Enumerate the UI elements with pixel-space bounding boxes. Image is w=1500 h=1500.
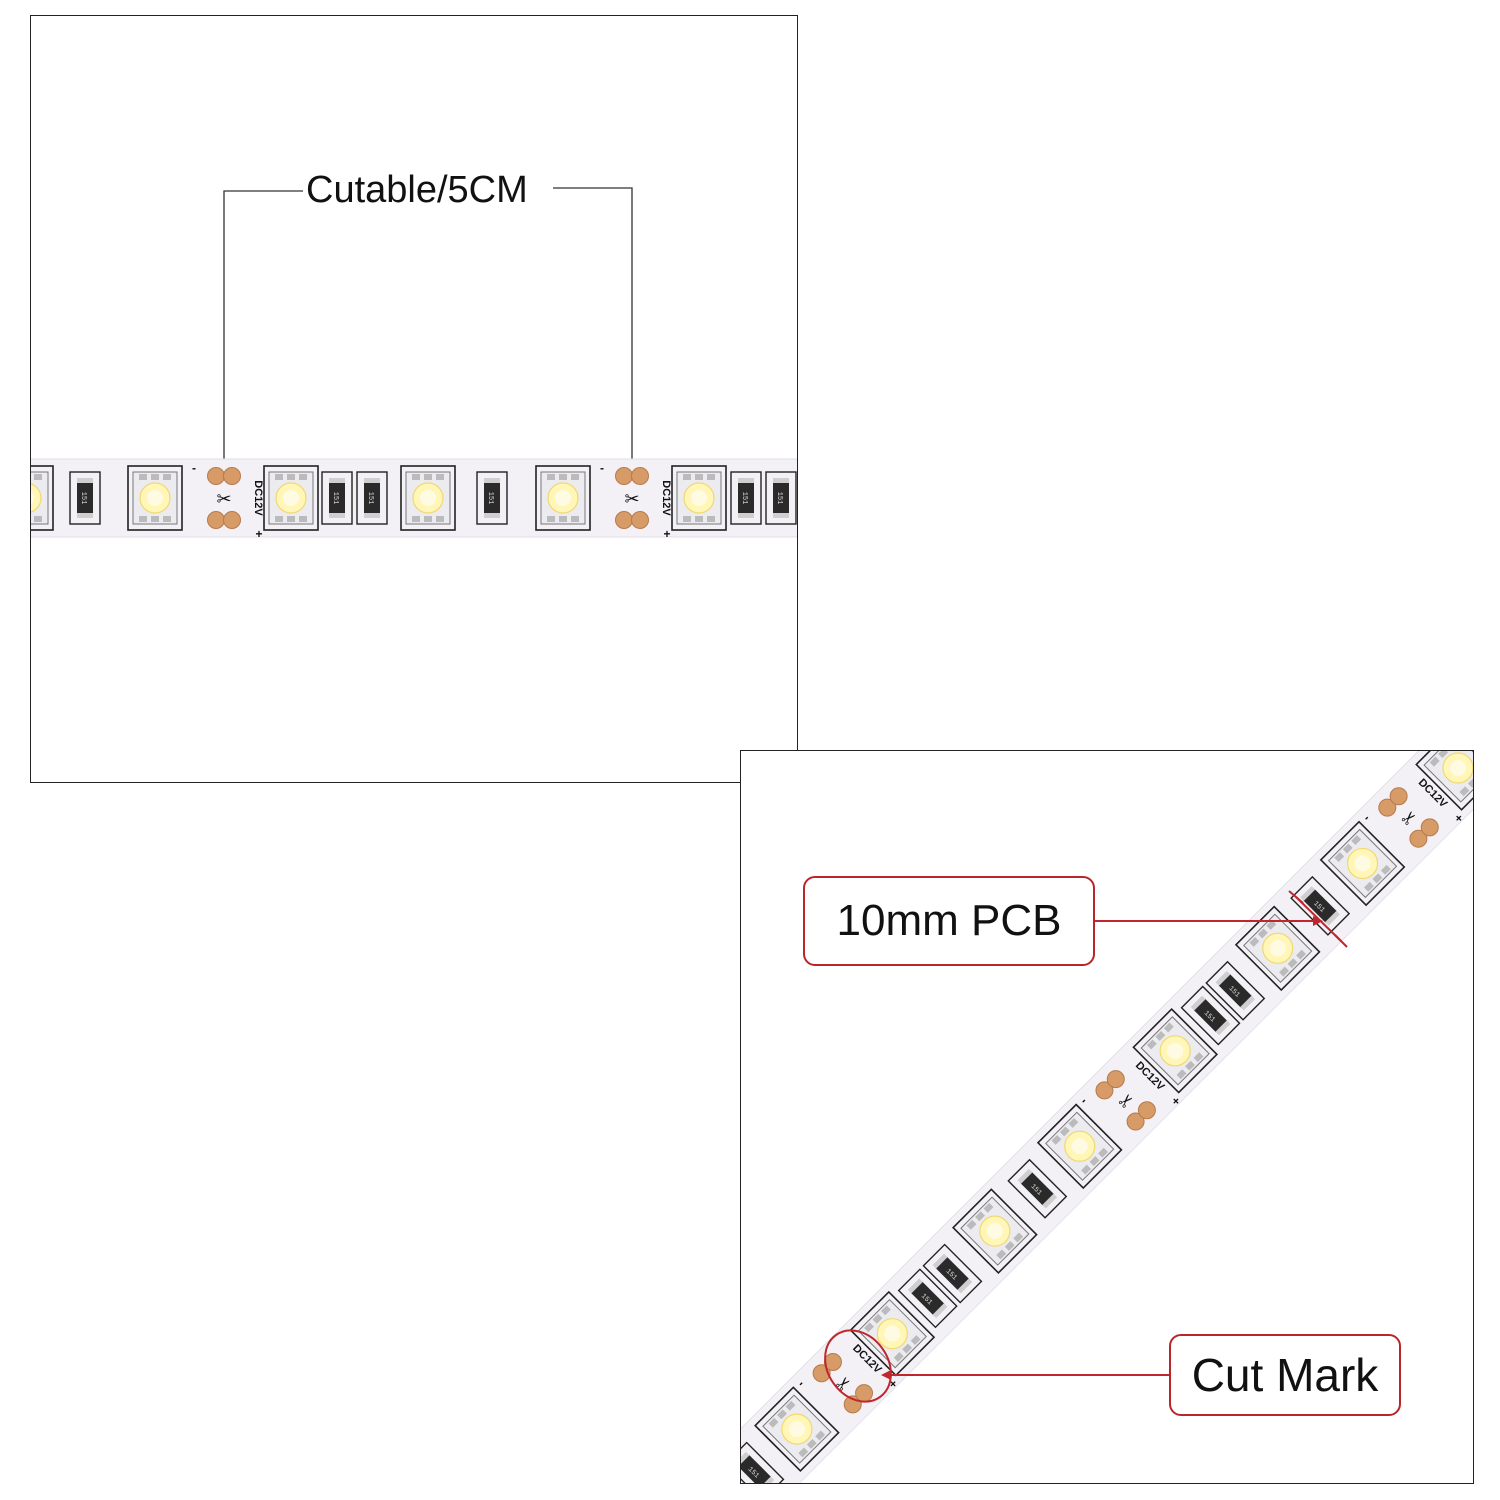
smd-resistor: 151 <box>1180 985 1241 1046</box>
led-chip <box>1036 1103 1123 1190</box>
polarity-minus: - <box>600 461 604 475</box>
led-chip <box>31 465 54 531</box>
led-chip <box>535 465 591 531</box>
smd-resistor: 151 <box>741 1441 785 1483</box>
polarity-minus: - <box>192 461 196 475</box>
smd-resistor: 151 <box>1007 1158 1068 1219</box>
led-chip <box>849 1290 936 1377</box>
resistor-code: 151 <box>775 492 783 505</box>
resistor-code: 151 <box>366 492 374 505</box>
smd-resistor: 151 <box>476 471 508 525</box>
led-chip <box>127 465 183 531</box>
smd-resistor: 151 <box>897 1268 958 1329</box>
cut-point: ✂ DC12V + - <box>192 461 264 541</box>
smd-resistor: 151 <box>1205 960 1266 1021</box>
resistor-code: 151 <box>740 492 748 505</box>
cut-interval-bracket <box>223 187 633 468</box>
smd-resistor: 151 <box>730 471 762 525</box>
led-chip <box>263 465 319 531</box>
polarity-plus: + <box>255 527 262 541</box>
smd-resistor: 151 <box>922 1243 983 1304</box>
voltage-marking: DC12V <box>252 480 264 516</box>
led-chip <box>1234 905 1321 992</box>
smd-resistor: 151 <box>356 471 388 525</box>
led-chip <box>1415 751 1473 811</box>
top-panel-graphic: 151 ✂ DC12V + - 151 151 151 ✂ DC12V + - 151 151 <box>31 187 797 541</box>
polarity-plus: + <box>663 527 670 541</box>
smd-resistor: 151 <box>321 471 353 525</box>
top-product-panel: 151 ✂ DC12V + - 151 151 151 ✂ DC12V + - 151 151 Cutab… <box>30 15 798 783</box>
smd-resistor: 151 <box>69 471 101 525</box>
cut-point: ✂ DC12V + - <box>600 461 672 541</box>
cut-mark-indicator <box>824 1329 1169 1403</box>
led-chip <box>400 465 456 531</box>
smd-resistor: 151 <box>1290 875 1351 936</box>
led-chip <box>671 465 727 531</box>
resistor-code: 151 <box>486 492 494 505</box>
led-chip <box>1319 820 1406 907</box>
voltage-marking: DC12V <box>660 480 672 516</box>
cutable-caption: Cutable/5CM <box>306 169 528 211</box>
cut-mark-callout: Cut Mark <box>1169 1334 1401 1416</box>
led-chip <box>952 1188 1038 1274</box>
smd-resistor: 151 <box>765 471 797 525</box>
scissors-icon: ✂ <box>216 489 231 510</box>
resistor-code: 151 <box>79 492 87 505</box>
bottom-panel-graphic: 151✂DC12V+-151151151✂DC12V+-151151151✂DC… <box>741 751 1473 1483</box>
pcb-width-callout: 10mm PCB <box>803 876 1095 966</box>
pcb-width-marker <box>1093 890 1348 948</box>
led-chip <box>754 1386 840 1472</box>
resistor-code: 151 <box>331 492 339 505</box>
led-chip <box>1132 1007 1219 1094</box>
scissors-icon: ✂ <box>624 489 639 510</box>
